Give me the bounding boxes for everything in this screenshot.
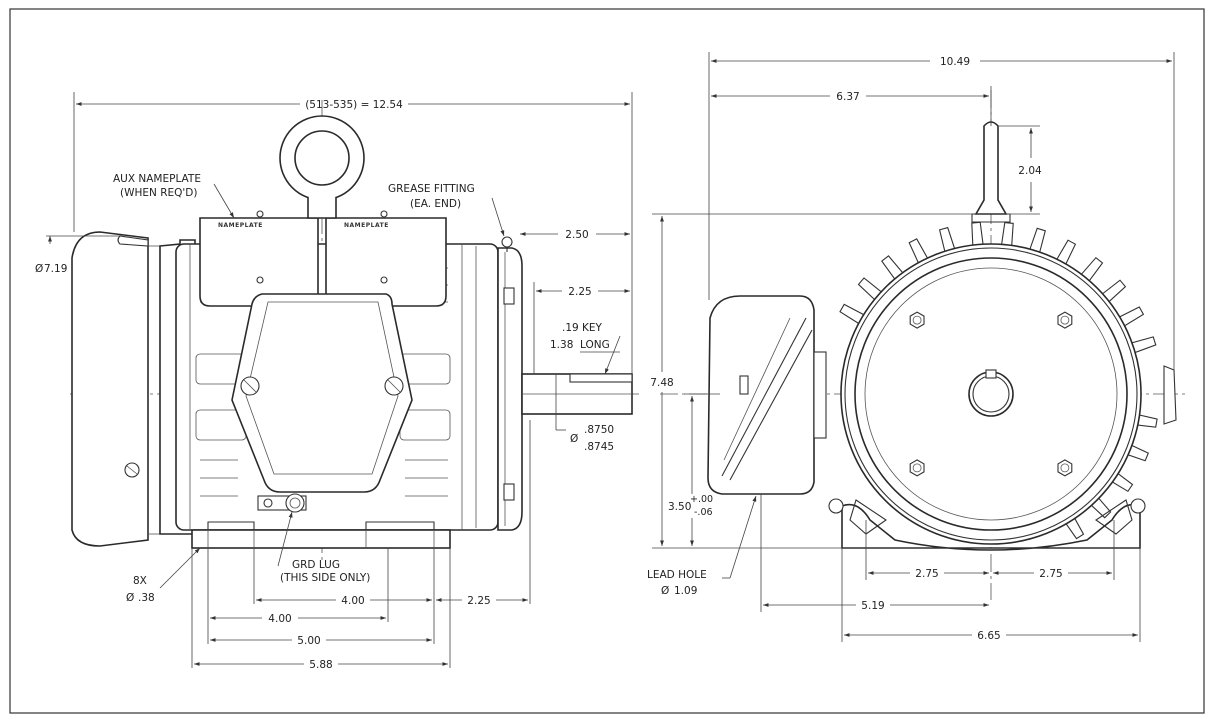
dim-lead-offset: 5.19 (861, 600, 884, 612)
dim-bolt-4: 4.00 (341, 595, 364, 607)
hex-bolt (1057, 459, 1073, 477)
dim-shaft-height: 3.50 (668, 501, 691, 513)
dia-symbol-holes: Ø (126, 592, 134, 604)
dim-eyebolt: 2.04 (1018, 165, 1042, 177)
dim-bolt-spacing-2: 2.25 (467, 595, 490, 607)
end-view (660, 90, 1185, 600)
dim-foot-5: 5.00 (297, 635, 320, 647)
nameplate-text-right: NAMEPLATE (344, 222, 389, 229)
end-bolts (909, 311, 1073, 477)
cooling-fin (1000, 222, 1014, 249)
hex-bolt (909, 311, 925, 329)
dim-height: 7.48 (650, 377, 673, 389)
label-key-2a: 1.38 (550, 339, 573, 351)
dim-half-width: 6.37 (836, 91, 859, 103)
dim-tol-plus: +.00 (690, 494, 713, 505)
label-grease-fitting-2: (EA. END) (410, 198, 461, 210)
dia-symbol-719: Ø (35, 263, 43, 275)
label-holes-2: .38 (138, 592, 155, 604)
dim-foot-4: 4.00 (268, 613, 291, 625)
label-lead-hole-2: 1.09 (674, 585, 697, 597)
dim-foot-width: 6.65 (977, 630, 1000, 642)
hex-bolt-center (912, 315, 922, 325)
dim-foot-588: 5.88 (309, 659, 332, 671)
hex-bolt-center (1060, 463, 1070, 473)
dim-tol-minus: -.06 (694, 507, 713, 518)
cooling-fin (971, 221, 984, 248)
label-grease-fitting-1: GREASE FITTING (388, 183, 475, 195)
label-grd-lug-1: GRD LUG (292, 559, 340, 571)
label-key-2b: LONG (580, 339, 610, 351)
dim-shaft-ext: 2.50 (565, 229, 588, 241)
dia-symbol-lead: Ø (661, 585, 669, 597)
dim-overall-width: 10.49 (940, 56, 970, 68)
label-grd-lug-2: (THIS SIDE ONLY) (280, 572, 370, 584)
hex-bolt (1057, 311, 1073, 329)
label-aux-nameplate-2: (WHEN REQ'D) (120, 187, 197, 199)
hex-bolt (909, 459, 925, 477)
side-view-dimensions: (513-535) = 12.54 Ø 7.19 2.50 2.25 .19 K… (35, 92, 633, 671)
label-shaft-dia-1: .8750 (584, 424, 614, 436)
hex-bolt-center (1060, 315, 1070, 325)
dim-half-foot-left: 2.75 (915, 568, 938, 580)
nameplate-text-left: NAMEPLATE (218, 222, 263, 229)
dim-end-dia: 7.19 (44, 263, 67, 275)
label-holes-1: 8X (133, 575, 147, 587)
label-lead-hole-1: LEAD HOLE (647, 569, 707, 581)
side-view: NAMEPLATE NAMEPLATE (70, 100, 640, 560)
label-key-1: .19 KEY (562, 322, 603, 334)
label-shaft-dia-2: .8745 (584, 441, 614, 453)
hex-bolt-center (912, 463, 922, 473)
dim-half-foot-right: 2.75 (1039, 568, 1062, 580)
dim-shaft-key: 2.25 (568, 286, 591, 298)
label-aux-nameplate-1: AUX NAMEPLATE (113, 173, 201, 185)
end-view-dimensions: 10.49 6.37 2.04 7.48 3.50 +.00 -.06 2.75 (647, 52, 1175, 642)
dia-symbol-shaft: Ø (570, 433, 578, 445)
dim-overall-length: (513-535) = 12.54 (305, 99, 403, 111)
sheet-border (9, 8, 1205, 714)
